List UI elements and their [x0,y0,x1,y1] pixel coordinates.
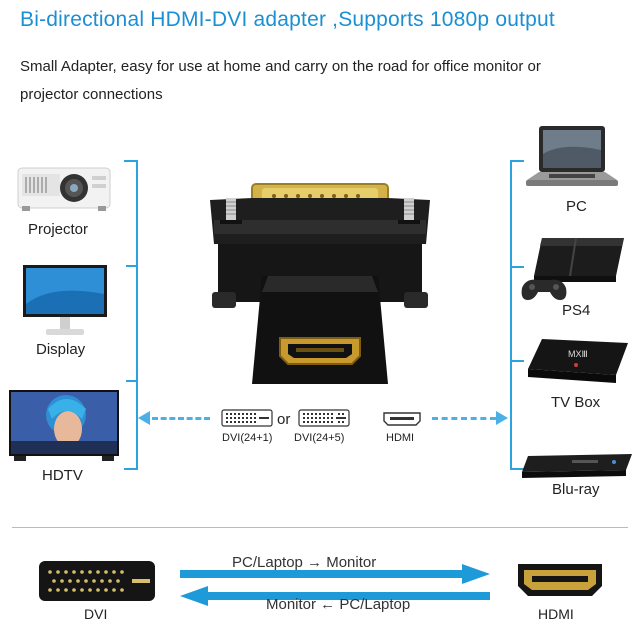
projector-icon [17,167,111,211]
dvi-24-1-connector-icon [221,409,273,427]
dvi-24-5-label: DVI(24+5) [294,432,345,444]
dvi-connector-large-icon [39,561,155,601]
hdmi-connector-large-icon [518,564,602,596]
dvi-24-1-label: DVI(24+1) [222,432,273,444]
left-dashed-line [152,417,210,420]
description-line-1: Small Adapter, easy for use at home and … [20,58,541,75]
page-title: Bi-directional HDMI-DVI adapter ,Support… [20,8,555,31]
display-label: Display [36,341,86,358]
hdtv-label: HDTV [42,467,83,484]
dvi-bottom-label: DVI [84,606,108,622]
right-tick-tvbox [512,360,524,362]
bluray-label: Blu-ray [552,481,600,498]
hdmi-small-label: HDMI [386,432,415,444]
display-icon [23,265,107,335]
dvi-24-5-connector-icon [298,409,350,427]
right-arrow-head-icon [496,411,508,425]
bidirectional-arrows-icon [180,564,490,606]
left-arrow-head-icon [138,411,150,425]
right-tick-ps4 [512,266,524,268]
forward-direction-label: PC/Laptop → Monitor [232,554,377,571]
left-tick-hdtv [126,380,138,382]
hdtv-icon [9,390,119,461]
section-divider [12,527,628,528]
projector-label: Projector [28,221,89,238]
or-text: or [277,411,291,428]
hdmi-connector-icon [383,412,421,426]
description-line-2: projector connections [20,86,163,103]
right-dashed-line [432,417,496,420]
reverse-direction-label: Monitor ← PC/Laptop [266,596,411,613]
tvbox-icon: MXⅢ [528,339,628,383]
right-bracket [510,160,524,470]
laptop-icon [526,126,618,186]
hdmi-dvi-adapter-image [210,183,430,384]
left-bracket [124,160,138,470]
hdmi-bottom-label: HDMI [538,606,574,622]
ps4-icon [521,237,624,300]
svg-text:MXⅢ: MXⅢ [568,349,588,359]
pc-label: PC [566,198,587,215]
ps4-label: PS4 [562,302,591,319]
bluray-icon [522,454,632,478]
tvbox-label: TV Box [551,394,601,411]
left-tick-display [126,265,138,267]
